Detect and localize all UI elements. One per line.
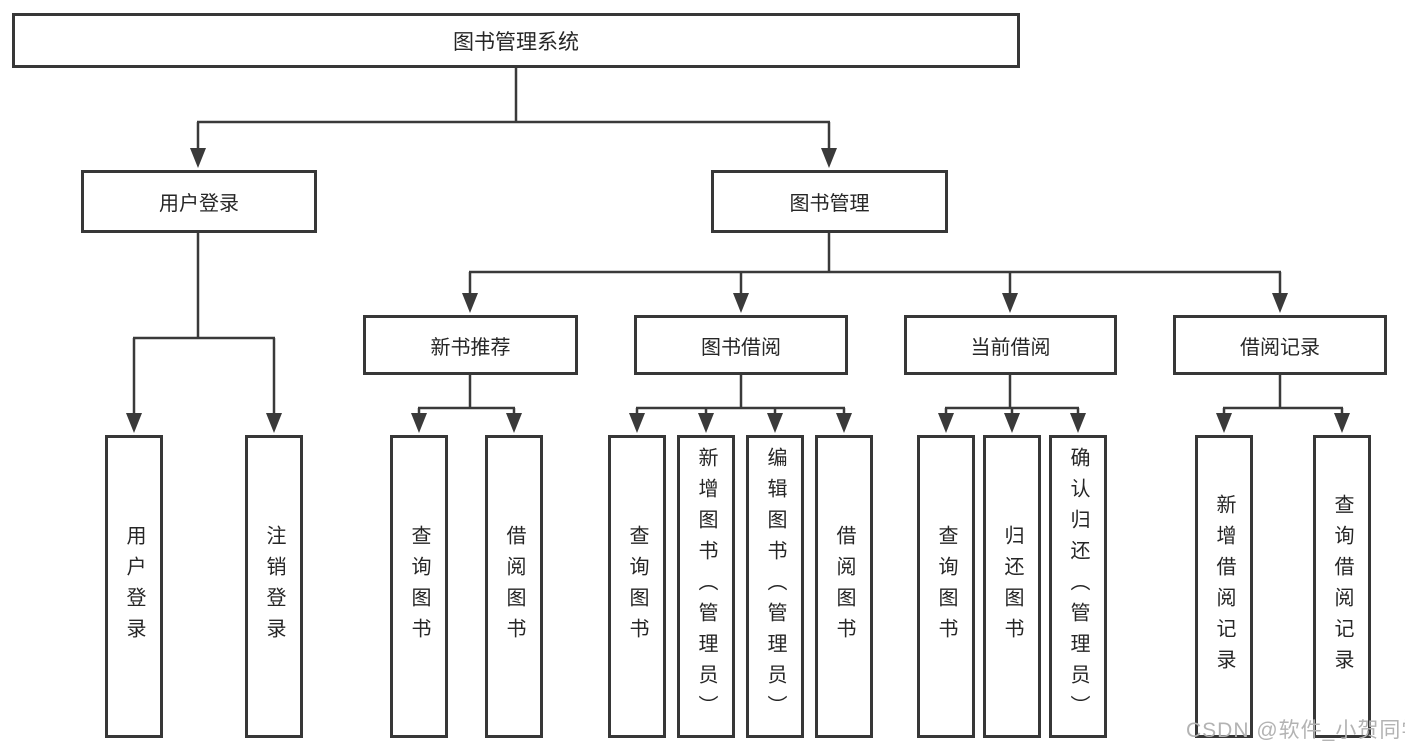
leaf-edit-book-admin: 编辑图书（管理员） (746, 435, 804, 738)
node-label: 用户登录 (159, 193, 239, 215)
leaf-logout: 注销登录 (245, 435, 303, 738)
node-label: 当前借阅 (970, 336, 1051, 359)
node-label: 新书推荐 (430, 336, 511, 359)
leaf-label: 借阅图书 (833, 524, 855, 649)
leaf-query-books-recommend: 查询图书 (390, 435, 448, 738)
node-label: 借阅记录 (1240, 336, 1320, 359)
leaf-query-borrow-record: 查询借阅记录 (1313, 435, 1371, 738)
leaf-label: 查询图书 (626, 524, 648, 649)
leaf-label: 编辑图书（管理员） (764, 447, 786, 726)
leaf-label: 借阅图书 (503, 524, 525, 649)
leaf-label: 新增图书（管理员） (695, 447, 717, 726)
csdn-watermark: CSDN @软件_小贺同学 (1186, 719, 1405, 742)
node-library-management-system: 图书管理系统 (12, 13, 1020, 68)
leaf-add-book-admin: 新增图书（管理员） (677, 435, 735, 738)
leaf-label: 确认归还（管理员） (1067, 447, 1089, 726)
node-user-login: 用户登录 (81, 170, 317, 233)
node-book-borrowing: 图书借阅 (634, 315, 848, 375)
leaf-label: 新增借阅记录 (1213, 493, 1235, 680)
leaf-user-login: 用户登录 (105, 435, 163, 738)
node-current-borrowing: 当前借阅 (904, 315, 1117, 375)
node-new-book-recommendation: 新书推荐 (363, 315, 578, 375)
leaf-borrow-books-recommend: 借阅图书 (485, 435, 543, 738)
leaf-label: 用户登录 (123, 524, 145, 649)
leaf-query-books-current: 查询图书 (917, 435, 975, 738)
node-label: 图书管理系统 (453, 30, 579, 54)
leaf-label: 查询借阅记录 (1331, 493, 1353, 680)
leaf-add-borrow-record: 新增借阅记录 (1195, 435, 1253, 738)
leaf-label: 查询图书 (935, 524, 957, 649)
leaf-label: 注销登录 (263, 524, 285, 649)
node-borrowing-records: 借阅记录 (1173, 315, 1387, 375)
leaf-label: 归还图书 (1001, 524, 1023, 649)
node-book-management: 图书管理 (711, 170, 948, 233)
leaf-return-books: 归还图书 (983, 435, 1041, 738)
leaf-borrow-books-borrowing: 借阅图书 (815, 435, 873, 738)
node-label: 图书借阅 (701, 336, 781, 359)
leaf-query-books-borrowing: 查询图书 (608, 435, 666, 738)
node-label: 图书管理 (789, 193, 870, 215)
leaf-confirm-return-admin: 确认归还（管理员） (1049, 435, 1107, 738)
leaf-label: 查询图书 (408, 524, 430, 649)
